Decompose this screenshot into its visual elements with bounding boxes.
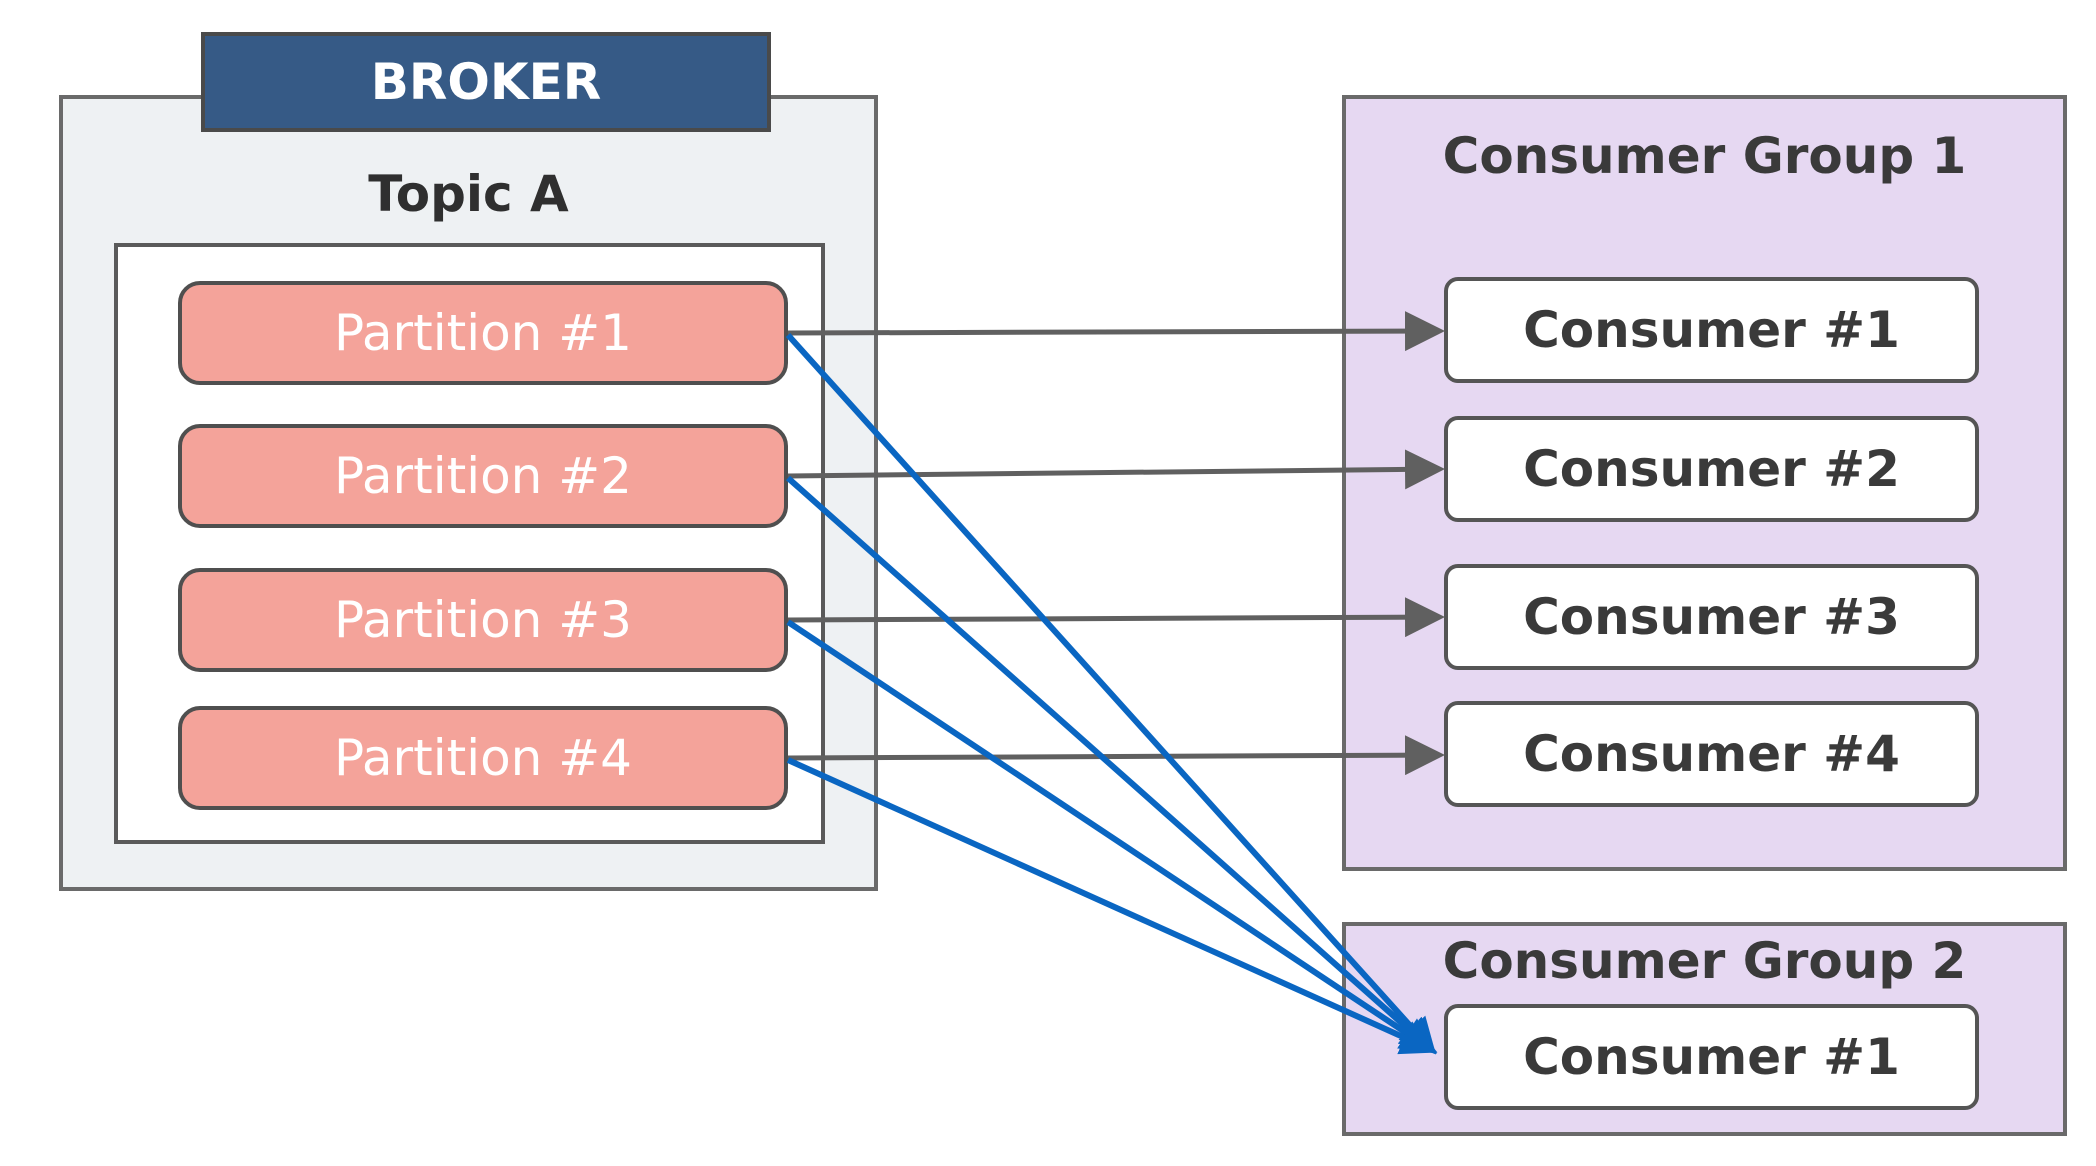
arrow-p1-to-g2c1 bbox=[785, 332, 1437, 1055]
broker-label: BROKER bbox=[201, 32, 771, 132]
group1-consumer-1: Consumer #1 bbox=[1444, 277, 1979, 383]
partition-3: Partition #3 bbox=[178, 568, 788, 672]
consumer-group-1-title: Consumer Group 1 bbox=[1442, 127, 1967, 185]
group1-consumer-2: Consumer #2 bbox=[1444, 416, 1979, 522]
group1-consumer-3: Consumer #3 bbox=[1444, 564, 1979, 670]
group2-consumer-1: Consumer #1 bbox=[1444, 1004, 1979, 1110]
partition-4: Partition #4 bbox=[178, 706, 788, 810]
partition-2: Partition #2 bbox=[178, 424, 788, 528]
arrow-p3-to-g2c1 bbox=[786, 619, 1437, 1054]
group1-consumer-4: Consumer #4 bbox=[1444, 701, 1979, 807]
partition-1: Partition #1 bbox=[178, 281, 788, 385]
consumer-group-2-title: Consumer Group 2 bbox=[1442, 932, 1967, 990]
topic-title: Topic A bbox=[368, 165, 569, 223]
arrow-p4-to-g2c1 bbox=[786, 757, 1438, 1055]
arrow-p2-to-g2c1 bbox=[786, 475, 1437, 1054]
